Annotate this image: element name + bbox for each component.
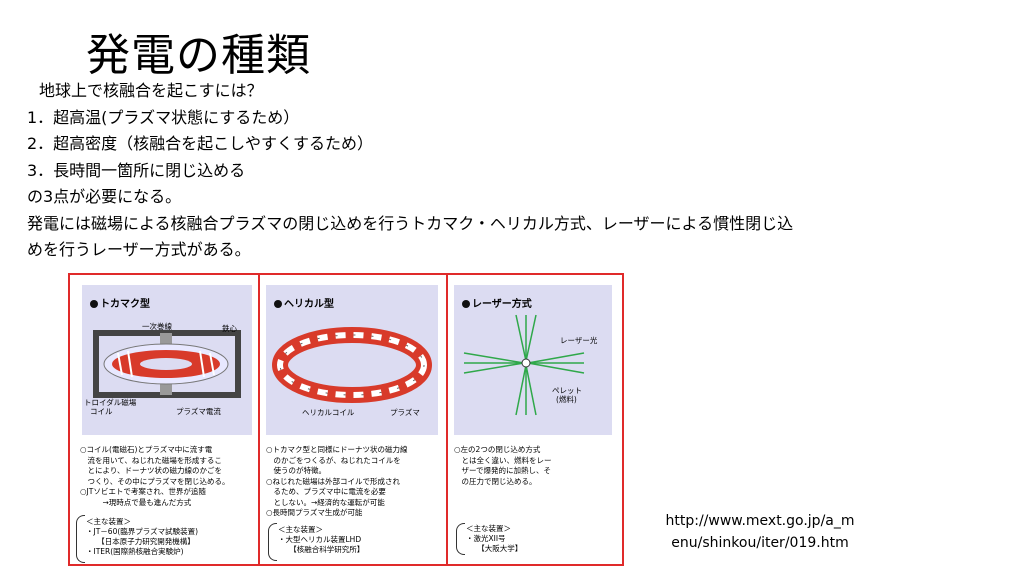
body-line: 3．長時間一箇所に閉じ込める — [27, 160, 246, 180]
source-url-line[interactable]: http://www.mext.go.jp/a_m — [665, 513, 855, 529]
bracket — [456, 523, 465, 555]
panel-divider — [446, 275, 448, 564]
diagram-label: プラズマ — [390, 408, 420, 417]
diagram-label: レーザー光 — [560, 336, 598, 345]
diagram-label: コイル — [90, 407, 113, 416]
panel-title: トカマク型 — [90, 295, 150, 310]
source-url-line[interactable]: enu/shinkou/iter/019.htm — [671, 535, 849, 551]
diagram-label: (燃料) — [556, 395, 577, 404]
panel-facilities: ＜主な装置＞ ・激光XII号 【大阪大学】 — [466, 524, 523, 553]
bracket — [268, 523, 277, 561]
slide-title: 発電の種類 — [86, 30, 311, 81]
panel-facilities: ＜主な装置＞ ・JT－60(臨界プラズマ試験装置) 【日本原子力研究開発機構】 … — [86, 517, 199, 556]
diagram-label: プラズマ電流 — [176, 407, 221, 416]
panel-facilities: ＜主な装置＞ ・大型ヘリカル装置LHD 【核融合科学研究所】 — [278, 525, 365, 554]
tokamak-illustration — [93, 330, 241, 398]
laser-illustration — [463, 314, 585, 416]
bullet-icon — [90, 300, 98, 308]
panel-description: ○コイル(電磁石)とプラズマ中に流す電 流を用いて、ねじれた磁場を形成するこ と… — [80, 445, 230, 507]
bracket — [76, 515, 85, 563]
panel-description: ○トカマク型と同様にドーナツ状の磁力線 のかごをつくるが、ねじれたコイルを 使う… — [266, 445, 408, 517]
body-line: の3点が必要になる。 — [27, 187, 182, 206]
laser-diagram: レーザー方式 レーザー光 ペレット (燃料) — [454, 285, 612, 435]
body-line: 地球上で核融合を起こすには？ — [39, 81, 263, 100]
panel-title: ヘリカル型 — [274, 295, 334, 310]
helical-diagram: ヘリカル型 ヘリカルコイル プラズマ — [266, 285, 438, 435]
body-line: 1．超高温(プラズマ状態にするため） — [27, 107, 300, 127]
source-url[interactable]: http://www.mext.go.jp/a_m enu/shinkou/it… — [640, 510, 880, 554]
panel-title: レーザー方式 — [462, 295, 532, 310]
body-line: 発電には磁場による核融合プラズマの閉じ込めを行うトカマク・ヘリカル方式、レーザー… — [27, 213, 794, 233]
diagram-label: トロイダル磁場 — [84, 398, 137, 407]
panel-description: ○左の2つの閉じ込め方式 とは全く違い、燃料をレー ザーで爆発的に加熱し、そ の… — [454, 445, 552, 486]
slide-body: 地球上で核融合を起こすには？ 1．超高温(プラズマ状態にするため） 2．超高密度… — [27, 78, 927, 264]
helical-illustration — [272, 327, 432, 403]
diagram-label: ペレット — [552, 386, 582, 395]
panel-divider — [258, 275, 260, 564]
diagram-label: 一次巻線 — [142, 322, 172, 331]
bullet-icon — [462, 300, 470, 308]
diagram-label: 鉄心 — [222, 324, 237, 333]
diagram-label: ヘリカルコイル — [302, 408, 355, 417]
body-line: めを行うレーザー方式がある。 — [27, 240, 251, 259]
body-line: 2．超高密度（核融合を起こしやすくするため） — [27, 134, 374, 153]
bullet-icon — [274, 300, 282, 308]
tokamak-diagram: トカマク型 一次巻線 鉄心 トロイダル磁場 コイル プラズマ電流 — [82, 285, 252, 435]
fusion-methods-figure: トカマク型 一次巻線 鉄心 トロイダル磁場 コイル プラズマ電流 ○コイル(電磁… — [68, 273, 624, 566]
